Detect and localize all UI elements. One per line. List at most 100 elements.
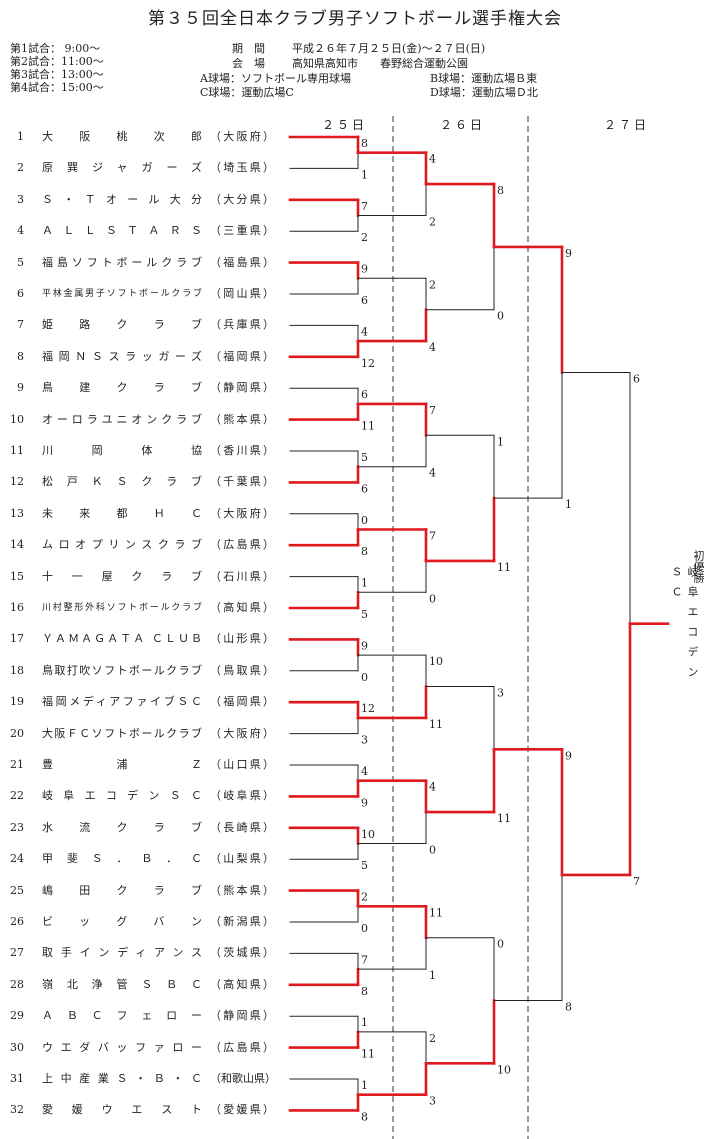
match-score: 11 xyxy=(497,561,511,574)
team-prefecture: （山梨県） xyxy=(210,852,274,866)
team-name: 鳥取打吹ソフトボールクラブ xyxy=(42,663,202,677)
team-number: 27 xyxy=(10,946,24,960)
team-name: 愛媛ウエスト xyxy=(42,1103,202,1117)
team-number: 22 xyxy=(10,789,24,803)
team-name: 原巽ジャガーズ xyxy=(42,161,202,175)
match-score: 7 xyxy=(429,530,436,543)
team-name: 嶺北浄管ＳＢＣ xyxy=(42,977,202,991)
team-number: 30 xyxy=(10,1040,24,1054)
team-prefecture: （福岡県） xyxy=(210,695,274,709)
team-name: 岐阜エコデンＳＣ xyxy=(42,789,202,803)
match-score: 8 xyxy=(361,985,368,998)
game-time-4: 第4試合：15:00〜 xyxy=(10,81,104,94)
match-score: 8 xyxy=(361,137,368,150)
match-score: 6 xyxy=(361,388,368,401)
match-score: 11 xyxy=(361,1048,375,1061)
match-score: 1 xyxy=(565,498,572,511)
team-number: 3 xyxy=(17,192,24,206)
match-score: 8 xyxy=(497,184,504,197)
team-name: 大阪桃次郎 xyxy=(42,130,202,143)
team-prefecture: （岐阜県） xyxy=(210,789,274,803)
team-name: 豊浦Ｚ xyxy=(42,758,202,771)
team-number: 17 xyxy=(10,632,24,646)
match-score: 3 xyxy=(497,687,504,700)
team-prefecture: （福島県） xyxy=(210,255,274,269)
match-score: 5 xyxy=(361,608,368,621)
field-b: B球場：運動広場Ｂ東 xyxy=(430,72,538,85)
team-number: 20 xyxy=(10,726,24,740)
team-number: 26 xyxy=(10,915,24,928)
match-score: 0 xyxy=(361,514,368,527)
match-score: 7 xyxy=(633,875,640,888)
match-score: 0 xyxy=(429,844,436,857)
match-score: 10 xyxy=(497,1063,511,1076)
field-a: A球場：ソフトボール専用球場 xyxy=(200,72,351,85)
match-score: 11 xyxy=(361,420,375,433)
match-score: 1 xyxy=(429,969,436,982)
match-score: 2 xyxy=(361,891,368,904)
team-number: 18 xyxy=(10,663,24,677)
champion-box: 初優勝 岐阜エコデンＳＣ xyxy=(668,550,706,700)
team-name: 福岡ＮＳスラッガーズ xyxy=(42,349,202,363)
team-prefecture: （新潟県） xyxy=(210,915,274,928)
team-number: 6 xyxy=(17,287,24,300)
team-prefecture: （福岡県） xyxy=(210,349,274,363)
match-score: 9 xyxy=(565,749,572,762)
team-number: 21 xyxy=(10,758,24,771)
team-number: 7 xyxy=(17,318,24,332)
team-name: ＡＢＣフェロー xyxy=(42,1009,202,1023)
match-score: 0 xyxy=(361,671,368,684)
match-score: 6 xyxy=(361,294,368,307)
match-score: 4 xyxy=(429,341,436,354)
match-score: 3 xyxy=(361,734,368,747)
team-prefecture: （茨城県） xyxy=(210,946,274,960)
match-score: 6 xyxy=(633,373,640,386)
match-score: 12 xyxy=(361,702,375,715)
team-prefecture: （高知県） xyxy=(210,601,274,614)
match-score: 0 xyxy=(497,310,504,323)
team-number: 4 xyxy=(17,224,24,238)
venue-value: 高知県高知市 春野総合運動公園 xyxy=(292,57,468,70)
match-score: 1 xyxy=(361,168,368,181)
team-number: 5 xyxy=(17,255,24,269)
team-number: 32 xyxy=(10,1103,24,1117)
team-name: 平林金属男子ソフトボールクラブ xyxy=(42,289,202,299)
team-name: ムロオプリンスクラブ xyxy=(42,538,202,552)
team-name: 松戸ＫＳクラブ xyxy=(42,475,202,489)
team-name: Ｓ・Ｔオール大分 xyxy=(42,192,202,206)
match-score: 2 xyxy=(429,278,436,291)
match-score: 7 xyxy=(429,404,436,417)
match-score: 3 xyxy=(429,1095,436,1108)
team-number: 14 xyxy=(10,538,24,552)
match-score: 11 xyxy=(497,812,511,825)
team-prefecture: （熊本県） xyxy=(210,883,274,897)
team-prefecture: （千葉県） xyxy=(210,475,274,489)
team-number: 2 xyxy=(17,161,24,175)
team-prefecture: （三重県） xyxy=(210,224,274,238)
team-name: オーロラユニオンクラブ xyxy=(42,412,202,426)
match-score: 2 xyxy=(429,1032,436,1045)
team-number: 9 xyxy=(17,381,24,395)
match-score: 4 xyxy=(429,153,436,166)
team-prefecture: （熊本県） xyxy=(210,412,274,426)
team-name: 川村整形外科ソフトボールクラブ xyxy=(42,603,202,613)
period-label: 期 間 xyxy=(232,42,265,55)
team-name: 姫路クラブ xyxy=(42,318,202,332)
team-number: 31 xyxy=(10,1072,24,1085)
match-score: 2 xyxy=(429,216,436,229)
team-prefecture: （山形県） xyxy=(210,632,274,646)
team-number: 19 xyxy=(10,695,24,709)
